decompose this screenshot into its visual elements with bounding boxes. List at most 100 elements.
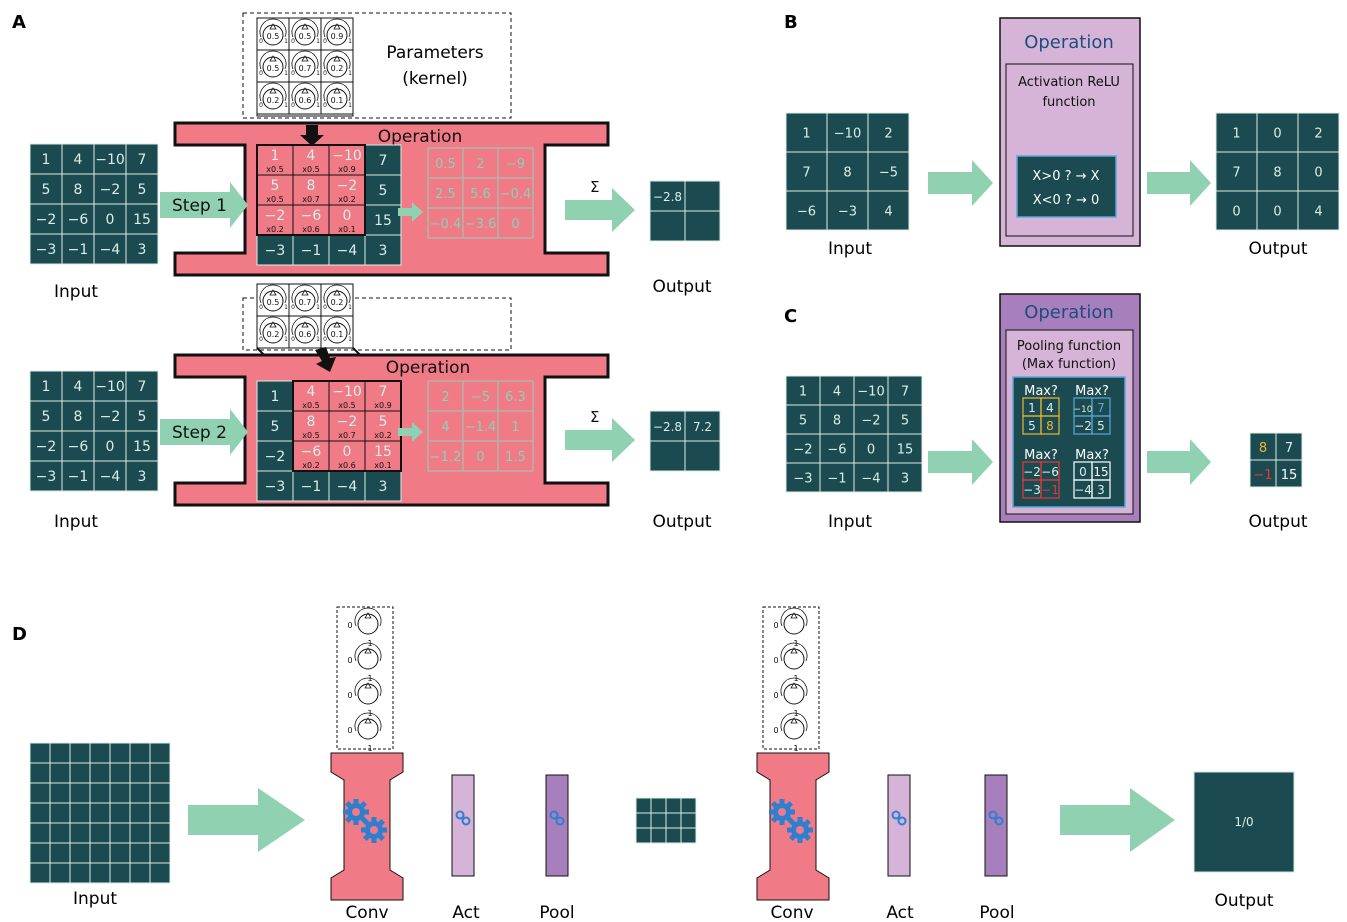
cell-value: 8 <box>74 182 83 198</box>
cell-value: −1 <box>827 472 846 487</box>
cell-value: −1.2 <box>430 450 462 465</box>
pool-value: −3 <box>1023 483 1041 497</box>
neuron-tick-1: 1 <box>284 70 288 77</box>
panel-letter-d: D <box>12 624 27 645</box>
cell-value: 6.3 <box>505 390 526 405</box>
cell-value: −3 <box>36 469 57 485</box>
cell-value: −0.4 <box>500 187 532 202</box>
kernel-weight: 0.7 <box>299 64 312 73</box>
pool1-label: Pool <box>539 903 574 922</box>
cell-value: 5 <box>379 183 388 199</box>
max-label: Max? <box>1024 448 1058 463</box>
cell-value: −1 <box>301 479 322 495</box>
window-value: 0 <box>343 208 352 224</box>
kernel-weight: 0.1 <box>331 330 344 339</box>
cell-value: −4 <box>100 242 121 258</box>
grid-cell <box>887 462 923 493</box>
neuron-tick-0: 0 <box>347 726 352 735</box>
cell-value: 7 <box>802 166 810 181</box>
cell-value: 0 <box>1273 127 1281 142</box>
cell-value: −2 <box>793 443 812 458</box>
grid-cell <box>684 440 721 472</box>
pool-value: −10 <box>1074 405 1093 415</box>
cell-value: −0.4 <box>430 217 462 232</box>
output-grid-a1: −2.8 <box>649 180 721 242</box>
cell-value: 7.2 <box>693 420 712 434</box>
arrow-b2 <box>1147 160 1211 206</box>
pool-value: 3 <box>1097 483 1105 497</box>
gear-icon <box>787 817 813 843</box>
neuron-tick-1: 1 <box>316 304 320 311</box>
cell-value: 1 <box>42 152 51 168</box>
cell-value: −6 <box>797 205 816 220</box>
cell-value: 4 <box>441 420 449 435</box>
cell-value: 4 <box>74 379 83 395</box>
output-label-c: Output <box>1248 512 1307 532</box>
panel-letter-c: C <box>784 306 797 327</box>
pooling-line1: Pooling function <box>1017 339 1121 354</box>
neuron-tick-0: 0 <box>323 304 327 311</box>
pool-value: 15 <box>1093 465 1108 479</box>
grid-cell <box>497 440 534 472</box>
cell-value: −2.8 <box>653 190 682 204</box>
grid-cell <box>867 190 910 231</box>
output-label-b: Output <box>1248 239 1307 259</box>
conv1-neurons: 01010101 <box>347 607 382 753</box>
cell-value: 1.5 <box>505 450 526 465</box>
window-value: −6 <box>301 444 322 460</box>
window-cell <box>328 174 366 206</box>
neuron-tick-0: 0 <box>291 304 295 311</box>
neuron-tick-1: 1 <box>348 70 352 77</box>
kernel-factor: x0.5 <box>338 401 355 410</box>
mid-arrow-a2 <box>398 422 423 442</box>
cell-value: 2.5 <box>435 187 456 202</box>
kernel-box-2 <box>242 297 512 351</box>
pool-value: 8 <box>1046 419 1054 433</box>
cell-value: −1.4 <box>465 420 497 435</box>
window-value: 5 <box>271 178 280 194</box>
neuron-tick-0: 0 <box>323 102 327 109</box>
neuron-tick-0: 0 <box>291 70 295 77</box>
neuron-tick-0: 0 <box>259 102 263 109</box>
activation-line1: Activation ReLU <box>1018 75 1120 90</box>
cell-value: 3 <box>138 242 147 258</box>
cell-value: 5 <box>271 419 280 435</box>
cell-value: 1 <box>511 420 519 435</box>
pool-output-value: 15 <box>1281 468 1298 483</box>
cell-value: 7 <box>1232 166 1240 181</box>
window-grid-a2: 14−10758−25−2−6015−3−1−434x0.5−10x0.57x0… <box>256 380 402 502</box>
mid-arrow-a1 <box>398 202 423 222</box>
conv2-label: Conv <box>770 903 813 922</box>
cell-value: −2 <box>36 212 57 228</box>
kernel-box-1 <box>242 12 512 119</box>
act2-label: Act <box>886 903 914 922</box>
window-value: −2 <box>265 208 286 224</box>
window-value: 5 <box>379 414 388 430</box>
pool-output-value: 8 <box>1259 441 1267 456</box>
pool-output-value: −1 <box>1253 468 1272 483</box>
gear-icon <box>891 810 907 826</box>
cell-value: 2 <box>1314 127 1322 142</box>
input-label-a2: Input <box>54 512 98 532</box>
pool-value: 1 <box>1028 401 1036 415</box>
cell-value: 0 <box>1314 166 1322 181</box>
window-cell <box>256 174 294 206</box>
grid-cell <box>1297 190 1340 231</box>
kernel-factor: x0.9 <box>374 401 391 410</box>
neuron-tick-1: 1 <box>284 102 288 109</box>
kernel-factor: x0.5 <box>266 165 283 174</box>
cell-value: 8 <box>74 409 83 425</box>
relu-function-box <box>1005 63 1134 237</box>
activation-line2: function <box>1042 95 1095 110</box>
down-arrow-2 <box>315 347 336 372</box>
cell-value: 1 <box>1232 127 1240 142</box>
cell-value: 0 <box>106 439 115 455</box>
gear-icon <box>361 817 387 843</box>
arrow-c1 <box>928 439 993 485</box>
cell-value: −1 <box>68 242 89 258</box>
neuron-tick-1: 1 <box>284 304 288 311</box>
